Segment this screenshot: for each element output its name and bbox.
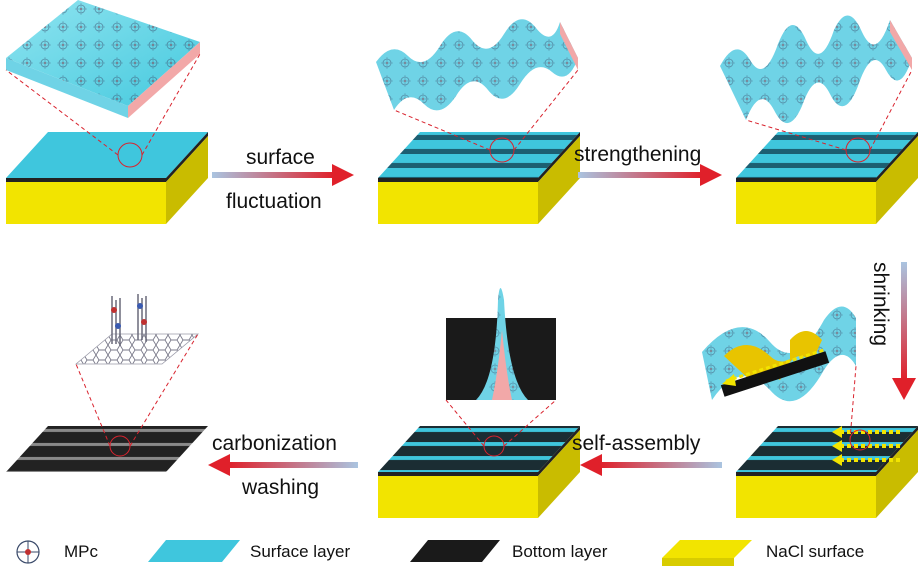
zoom-sheet-top-2: [376, 19, 578, 111]
block-top-3: [736, 132, 918, 224]
legend-surface-layer-swatch: [148, 540, 240, 562]
callout-bottom-3: [849, 365, 871, 451]
block-bottom-1: [6, 426, 208, 472]
step-label-strengthening: strengthening: [574, 143, 702, 166]
legend-label-nacl-surface: NaCl surface: [766, 542, 865, 561]
legend-label-bottom-layer: Bottom layer: [512, 542, 608, 561]
step-label-washing: washing: [242, 476, 320, 499]
arrow-surface-fluctuation: [212, 164, 354, 186]
step-label-fluctuation: fluctuation: [226, 190, 322, 213]
callout-top-1: [5, 53, 201, 168]
step-label-surface: surface: [246, 146, 315, 169]
step-label-self-assembly: self-assembly: [572, 432, 701, 455]
legend-bottom-layer-swatch: [410, 540, 500, 562]
block-top-2: [378, 132, 580, 224]
step-label-shrinking: shrinking: [869, 262, 892, 347]
block-bottom-3: [736, 426, 918, 518]
legend-mpc-icon: [16, 540, 40, 564]
arrow-shrinking: [892, 262, 916, 400]
zoom-sheet-top-3: [720, 15, 912, 124]
block-top-1: [6, 132, 208, 224]
legend-label-mpc: MPc: [64, 542, 98, 561]
arrow-self-assembly: [580, 454, 722, 476]
block-bottom-2: [378, 426, 580, 518]
zoom-sheet-top-1: [6, 0, 200, 118]
zoom-sheet-bottom-3: [702, 306, 856, 402]
zoom-graphene-bottom-1: [74, 294, 200, 365]
callout-top-2: [393, 69, 579, 163]
arrow-carbonization-washing: [208, 454, 358, 476]
arrow-strengthening: [578, 164, 722, 186]
legend-nacl-swatch: [662, 540, 752, 566]
legend-label-surface-layer: Surface layer: [250, 542, 351, 561]
callout-bottom-1: [75, 333, 199, 457]
callout-top-3: [745, 69, 913, 163]
step-label-carbonization: carbonization: [212, 432, 337, 455]
callout-bottom-2: [445, 399, 557, 457]
zoom-ridge-bottom-2: [446, 288, 556, 400]
